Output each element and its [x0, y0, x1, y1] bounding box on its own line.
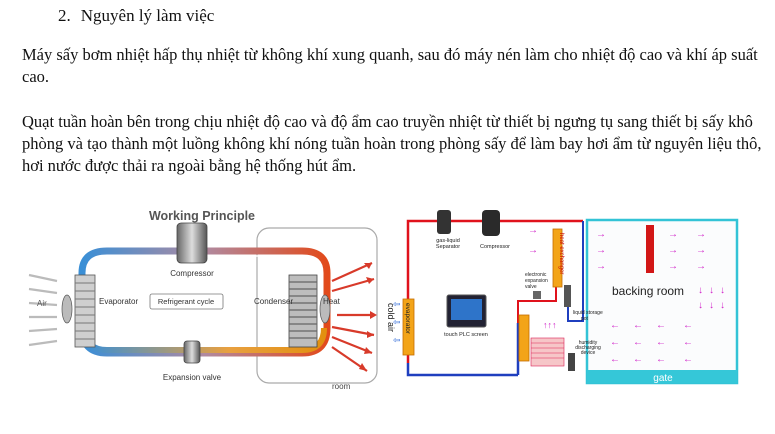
- gas-liquid-separator: [437, 210, 451, 234]
- condenser-fan: [319, 294, 331, 324]
- expansion-valve: [183, 340, 201, 364]
- svg-text:↓: ↓: [709, 300, 714, 311]
- liquid-storage-pot: [564, 285, 571, 307]
- inner-coil: [518, 314, 530, 362]
- eev-label-3: valve: [525, 284, 537, 290]
- room-heater: [646, 225, 654, 273]
- evaporator-fan: [61, 294, 73, 324]
- svg-text:⇦: ⇦: [393, 317, 401, 327]
- svg-text:→: →: [528, 225, 538, 236]
- heat-label: Heat: [323, 297, 341, 306]
- section-title: Nguyên lý làm việc: [80, 6, 215, 25]
- compressor: [176, 222, 208, 264]
- room-outline: [256, 227, 378, 384]
- gate-bar: [587, 370, 737, 383]
- separator-label-2: Separator: [436, 244, 460, 250]
- cold-pipe-bottom: [406, 363, 518, 377]
- condenser-coil: [288, 274, 318, 348]
- section-heading: 2. Nguyên lý làm việc: [58, 6, 214, 26]
- liquid-storage-label-2: pot: [581, 316, 589, 322]
- svg-text:↓: ↓: [698, 300, 703, 311]
- svg-text:←: ←: [683, 354, 693, 365]
- paragraph-1: Máy sấy bơm nhiệt hấp thụ nhiệt từ không…: [22, 45, 758, 86]
- svg-text:↓: ↓: [698, 285, 703, 296]
- refrigerant-loop-bottom: [82, 327, 327, 353]
- expansion-valve-icon: [533, 291, 541, 299]
- cold-air-label: cold air: [386, 303, 396, 332]
- diagram-title: Working Principle: [149, 209, 255, 223]
- refrigerant-cycle-label: Refrigerant cycle: [158, 297, 214, 306]
- heat-exchanger-label: heat exchanger: [558, 233, 564, 274]
- refrigerant-cycle-box: [149, 293, 224, 310]
- svg-text:←: ←: [656, 337, 666, 348]
- svg-text:←: ←: [656, 320, 666, 331]
- svg-text:→: →: [596, 229, 606, 240]
- svg-text:←: ←: [610, 320, 620, 331]
- humidity-device: [568, 353, 575, 371]
- drying-system-diagram: gate gas-liquid Separator Compressor hea…: [386, 210, 739, 385]
- airflow-left-arrows: ← ← ← ← ← ← ← ← ← ← ← ←: [610, 320, 693, 365]
- svg-text:←: ←: [656, 354, 666, 365]
- svg-text:→: →: [596, 261, 606, 272]
- backing-room-label: backing room: [612, 284, 684, 298]
- svg-text:←: ←: [610, 337, 620, 348]
- svg-text:⇦: ⇦: [393, 335, 401, 345]
- plc-label: touch PLC screen: [444, 332, 488, 338]
- working-principle-diagram: Working Principle Compressor Expansion v…: [28, 209, 378, 391]
- paragraph-2: Quạt tuần hoàn bên trong chịu nhiệt độ c…: [22, 112, 762, 175]
- svg-text:→: →: [528, 245, 538, 256]
- evaporator-coil: [74, 274, 96, 348]
- airflow-right-arrows: → → → → → → → → → → →: [528, 225, 706, 272]
- svg-text:←: ←: [610, 354, 620, 365]
- compressor-label: Compressor: [170, 269, 214, 278]
- hot-pipe-top: [406, 219, 583, 281]
- humidity-label-1: humidity: [579, 340, 598, 346]
- section-number: 2.: [58, 6, 71, 25]
- cold-air-arrows: ⇦ ⇦ ⇦: [393, 299, 401, 345]
- svg-text:←: ←: [683, 320, 693, 331]
- svg-text:→: →: [696, 245, 706, 256]
- air-in-arrows: [28, 273, 58, 347]
- svg-text:↓: ↓: [709, 285, 714, 296]
- evaporator-label: Evaporator: [99, 297, 138, 306]
- eev-label-2: expansion: [525, 278, 548, 284]
- backing-room-wall: [585, 218, 739, 385]
- svg-text:→: →: [696, 229, 706, 240]
- humidity-label-3: device: [581, 350, 596, 356]
- compressor-unit: [482, 210, 500, 236]
- airflow-down-arrows: ↓ ↓ ↓ ↓ ↓ ↓: [698, 285, 725, 311]
- svg-text:←: ←: [633, 320, 643, 331]
- air-label: Air: [37, 299, 47, 308]
- svg-text:→: →: [668, 229, 678, 240]
- plc-display: [451, 299, 482, 320]
- room-label: room: [332, 382, 351, 391]
- svg-text:⇦: ⇦: [393, 299, 401, 309]
- humidity-label-2: discharging: [575, 345, 601, 351]
- liquid-storage-label-1: liquid storage: [573, 310, 603, 316]
- svg-text:→: →: [696, 261, 706, 272]
- airflow-up-arrows: ↑↑↑: [543, 320, 557, 330]
- separator-label-1: gas-liquid: [436, 238, 460, 244]
- svg-text:←: ←: [683, 337, 693, 348]
- condenser-label: Condenser: [254, 297, 293, 306]
- eev-label-1: electronic: [525, 272, 547, 278]
- svg-text:↓: ↓: [720, 300, 725, 311]
- svg-text:→: →: [596, 245, 606, 256]
- svg-text:←: ←: [633, 354, 643, 365]
- heater-panel: [530, 337, 565, 367]
- evaporator-label-right: evaporator: [404, 303, 411, 335]
- inner-blue-pipe: [567, 221, 584, 322]
- svg-text:←: ←: [633, 337, 643, 348]
- svg-text:→: →: [668, 261, 678, 272]
- svg-text:↓: ↓: [720, 285, 725, 296]
- svg-text:→: →: [668, 245, 678, 256]
- gate-label: gate: [653, 373, 673, 384]
- evaporator-unit: [402, 298, 415, 356]
- compressor-label-right: Compressor: [480, 244, 510, 250]
- expansion-valve-label: Expansion valve: [163, 373, 222, 382]
- heat-exchanger: [552, 228, 563, 288]
